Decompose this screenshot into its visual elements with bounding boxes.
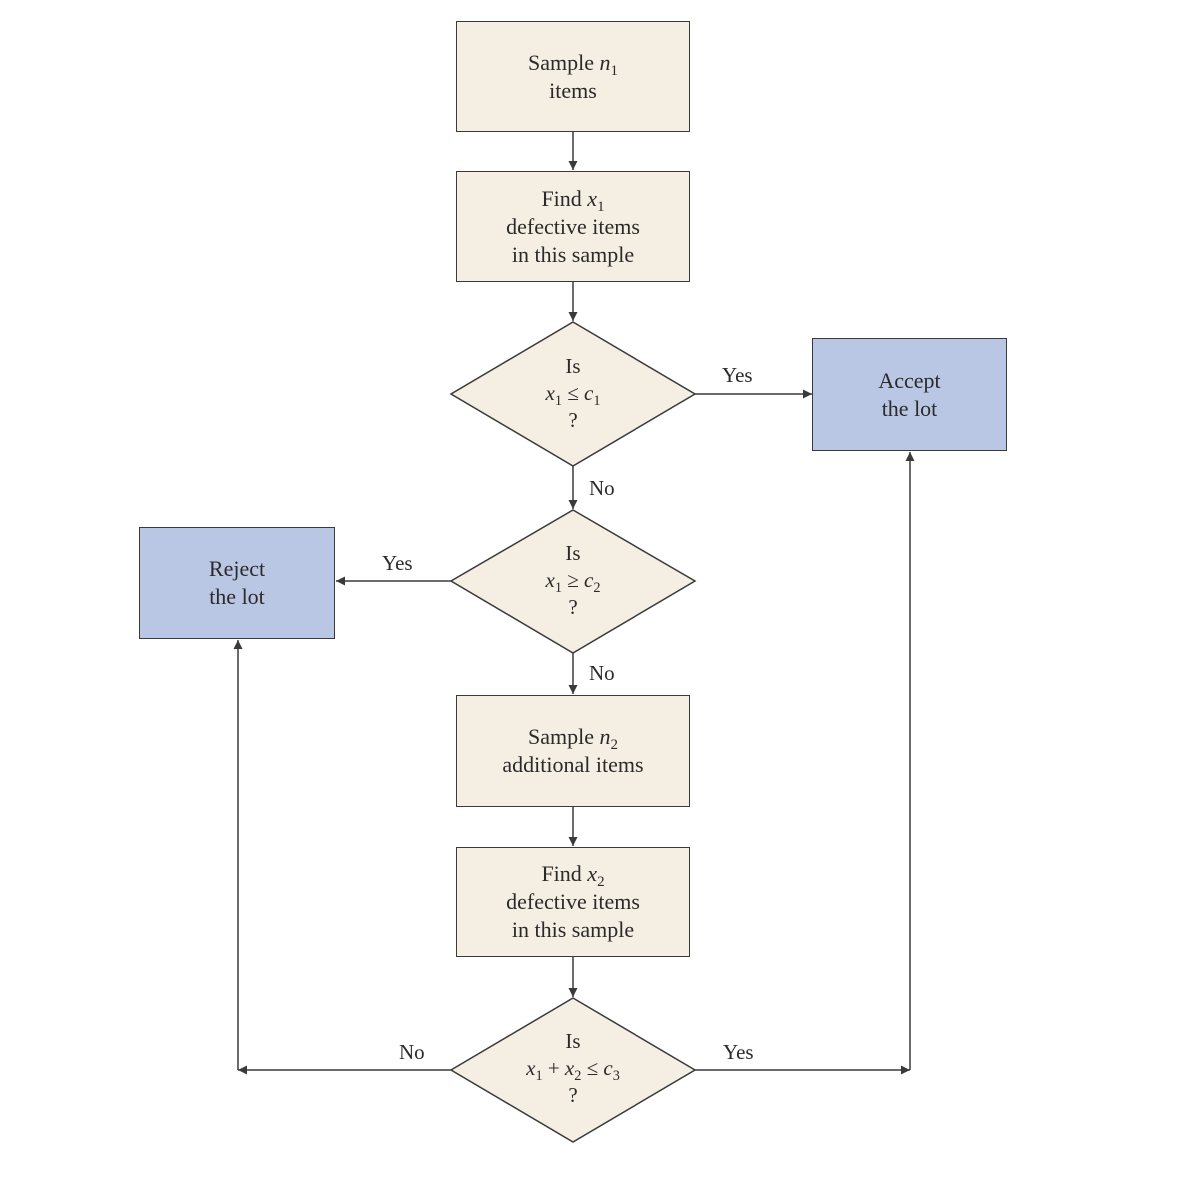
decision-3-c-subscript: 3	[612, 1067, 620, 1084]
decision-3-b-variable: x	[564, 1056, 575, 1080]
decision-2-question-mark: ?	[568, 595, 578, 619]
decision-3-plus: +	[542, 1056, 565, 1080]
sample-n1-variable: n	[599, 49, 611, 75]
find-x2-line3: in this sample	[511, 917, 635, 942]
find-x2-line2: defective items	[506, 889, 640, 914]
reject-line1: Reject	[208, 556, 266, 581]
decision-3-diamond	[449, 997, 697, 1143]
decision-3-question-mark: ?	[568, 1083, 578, 1107]
sample-n2-variable: n	[599, 724, 611, 749]
decision-2-lhs-variable: x	[545, 568, 555, 592]
find-x2-label: Find	[541, 861, 588, 886]
decision-2-rhs-subscript: 2	[593, 579, 601, 596]
edge-label-decision3-yes: Yes	[723, 1040, 754, 1064]
decision-1-rhs-variable: c	[584, 381, 594, 405]
edge-label-decision1-yes: Yes	[722, 363, 753, 387]
decision-1-label: Is x1 ≤ c1 ?	[493, 353, 653, 434]
find-x2-box: Find x2 defective items in this sample	[456, 847, 690, 957]
decision-1-rhs-subscript: 1	[593, 392, 601, 409]
edge-label-decision2-yes: Yes	[382, 551, 413, 575]
find-x2-subscript: 2	[597, 874, 605, 891]
find-x1-label: Find	[541, 185, 588, 211]
decision-3-b-subscript: 2	[574, 1067, 582, 1084]
decision-1-lhs-subscript: 1	[554, 392, 562, 409]
edge-label-decision2-no: No	[589, 661, 615, 685]
edge-label-decision1-no: No	[589, 476, 615, 500]
decision-3-c-variable: c	[603, 1056, 613, 1080]
sample-n1-line2: items	[549, 77, 597, 103]
accept-line1: Accept	[878, 367, 941, 393]
sample-n2-box: Sample n2 additional items	[456, 695, 690, 807]
decision-1-lhs-variable: x	[545, 381, 555, 405]
accept-line2: the lot	[881, 395, 938, 421]
sample-n2-line2: additional items	[502, 752, 644, 777]
sample-n2-label: Sample	[528, 724, 600, 749]
reject-lot-box: Reject the lot	[139, 527, 335, 639]
decision-2-operator: ≥	[561, 568, 585, 592]
reject-line2: the lot	[209, 584, 265, 609]
decision-3-a-variable: x	[526, 1056, 536, 1080]
decision-2-lhs-subscript: 1	[554, 579, 562, 596]
find-x1-subscript: 1	[597, 198, 605, 215]
sample-n2-subscript: 2	[610, 737, 618, 754]
find-x2-variable: x	[587, 861, 598, 886]
decision-2-line1: Is	[565, 541, 581, 565]
find-x1-variable: x	[587, 185, 598, 211]
edge-label-decision3-no: No	[399, 1040, 425, 1064]
decision-1-line1: Is	[565, 354, 581, 378]
decision-1-operator: ≤	[561, 381, 585, 405]
find-x1-box: Find x1 defective items in this sample	[456, 171, 690, 282]
sample-n1-box: Sample n1 items	[456, 21, 690, 132]
decision-3-a-subscript: 1	[535, 1067, 543, 1084]
find-x1-line2: defective items	[506, 213, 640, 239]
decision-2-label: Is x1 ≥ c2 ?	[493, 540, 653, 621]
sample-n1-subscript: 1	[610, 62, 618, 79]
accept-lot-box: Accept the lot	[812, 338, 1007, 451]
decision-3-line1: Is	[565, 1029, 581, 1053]
decision-2-rhs-variable: c	[584, 568, 594, 592]
sample-n1-label: Sample	[528, 49, 600, 75]
find-x1-line3: in this sample	[511, 241, 635, 267]
decision-3-operator: ≤	[581, 1056, 604, 1080]
decision-3-label: Is x1 + x2 ≤ c3 ?	[483, 1028, 663, 1109]
decision-1-question-mark: ?	[568, 408, 578, 432]
